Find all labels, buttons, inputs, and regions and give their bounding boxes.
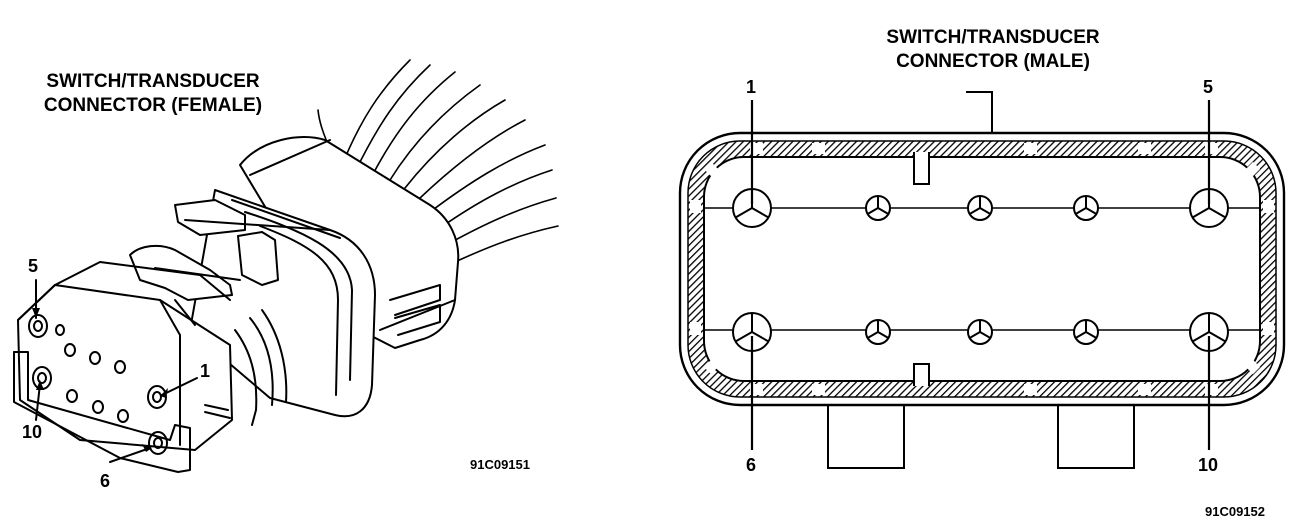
male-pin-2: [865, 195, 891, 221]
right-pin-1-label: 1: [746, 77, 757, 97]
male-pin-4: [1073, 195, 1099, 221]
right-title-line2: CONNECTOR (MALE): [896, 51, 1090, 72]
lower-polarizing-key: [913, 363, 930, 386]
connector-body: [189, 189, 376, 418]
female-pin-cavities: [28, 314, 168, 455]
upper-polarizing-key: [913, 152, 930, 185]
female-connector-drawing: [13, 59, 559, 473]
male-pin-6: [732, 312, 772, 352]
bottom-tab-left: [827, 392, 905, 469]
left-title-line2: CONNECTOR (FEMALE): [43, 95, 263, 116]
male-pins-top-row: [732, 188, 1229, 228]
male-pin-7: [865, 319, 891, 345]
male-pin-1: [732, 188, 772, 228]
connector-seal-ring: [687, 140, 1277, 398]
right-title-line1: SWITCH/TRANSDUCER: [886, 27, 1100, 48]
male-pin-9: [1073, 319, 1099, 345]
right-pin-5-label: 5: [1203, 77, 1214, 97]
right-pin-10-label: 10: [1198, 455, 1219, 475]
male-pin-5: [1189, 188, 1229, 228]
connector-inner-face: [703, 156, 1261, 382]
left-figure-code: 91C09151: [470, 457, 530, 472]
right-figure-code: 91C09152: [1205, 504, 1265, 519]
connector-outer-shell: [678, 131, 1286, 407]
left-title-line1: SWITCH/TRANSDUCER: [46, 71, 260, 92]
right-pin-6-label: 6: [746, 455, 757, 475]
left-pin-10-label: 10: [22, 422, 43, 442]
left-pin-5-label: 5: [28, 256, 39, 276]
top-key-tab: [966, 91, 993, 137]
left-pin-1-label: 1: [200, 361, 211, 381]
male-pins-bottom-row: [732, 312, 1229, 352]
bottom-tab-right: [1057, 392, 1135, 469]
male-pin-10: [1189, 312, 1229, 352]
male-pin-3: [967, 195, 993, 221]
male-pin-8: [967, 319, 993, 345]
leader-lines-right: [750, 100, 1211, 450]
left-pin-6-label: 6: [100, 471, 111, 491]
seal-notches: [690, 143, 1274, 395]
